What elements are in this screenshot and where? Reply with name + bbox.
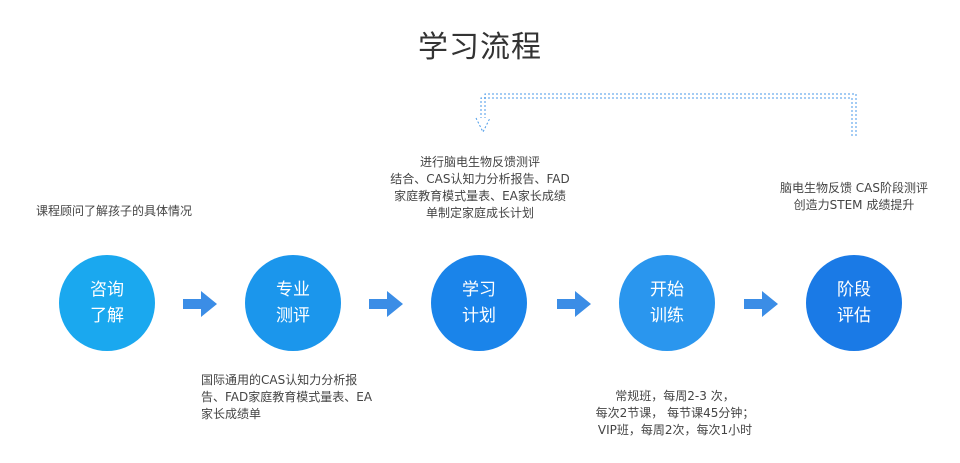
note-plan: 进行脑电生物反馈测评 结合、CAS认知力分析报告、FAD 家庭教育模式量表、EA… <box>390 154 570 222</box>
note-line: 家长成绩单 <box>201 407 262 421</box>
step-plan-line1: 学习 <box>462 280 496 300</box>
step-consult-line1: 咨询 <box>90 280 124 300</box>
note-line: 脑电生物反馈 CAS阶段测评 <box>779 181 929 195</box>
step-training: 开始 训练 <box>619 255 715 351</box>
note-line: 国际通用的CAS认知力分析报 <box>201 373 358 387</box>
page-title: 学习流程 <box>418 30 542 65</box>
note-consult: 课程顾问了解孩子的具体情况 <box>36 203 236 220</box>
arrow-right-icon <box>557 291 591 317</box>
arrow-right-icon <box>369 291 403 317</box>
note-line: 家庭教育模式量表、EA家长成绩 <box>394 189 566 203</box>
step-evaluation: 阶段 评估 <box>806 255 902 351</box>
note-assessment: 国际通用的CAS认知力分析报 告、FAD家庭教育模式量表、EA 家长成绩单 <box>201 372 391 423</box>
note-line: 进行脑电生物反馈测评 <box>419 155 540 169</box>
note-evaluate: 脑电生物反馈 CAS阶段测评 创造力STEM 成绩提升 <box>768 180 940 214</box>
arrow-right-icon <box>183 291 217 317</box>
step-evaluation-line2: 评估 <box>837 306 871 326</box>
note-line: VIP班，每周2次，每次1小时 <box>597 423 753 437</box>
arrow-right-icon <box>744 291 778 317</box>
step-consult: 咨询 了解 <box>59 255 155 351</box>
note-line: 告、FAD家庭教育模式量表、EA <box>201 390 373 404</box>
step-evaluation-line1: 阶段 <box>837 280 871 300</box>
note-line: 每次2节课， 每节课45分钟； <box>595 406 755 420</box>
step-assessment-line1: 专业 <box>276 280 310 300</box>
step-assessment: 专业 测评 <box>245 255 341 351</box>
step-plan: 学习 计划 <box>431 255 527 351</box>
note-training: 常规班，每周2-3 次， 每次2节课， 每节课45分钟； VIP班，每周2次，每… <box>574 388 776 439</box>
step-training-line1: 开始 <box>650 280 684 300</box>
note-line: 常规班，每周2-3 次， <box>615 389 735 403</box>
note-line: 课程顾问了解孩子的具体情况 <box>36 204 193 218</box>
note-line: 结合、CAS认知力分析报告、FAD <box>390 172 570 186</box>
note-line: 单制定家庭成长计划 <box>425 206 534 220</box>
step-consult-line2: 了解 <box>90 306 124 326</box>
step-training-line2: 训练 <box>650 306 684 326</box>
step-assessment-line2: 测评 <box>276 306 310 326</box>
step-plan-line2: 计划 <box>462 306 496 326</box>
note-line: 创造力STEM 成绩提升 <box>793 198 915 212</box>
